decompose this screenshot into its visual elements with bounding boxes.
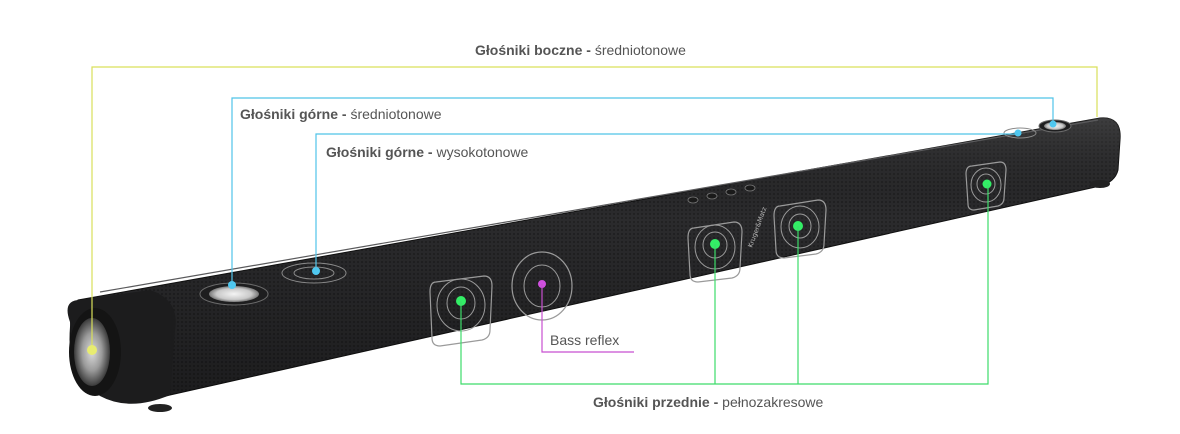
label-side-title: Głośniki boczne bbox=[475, 42, 583, 58]
label-sep: - bbox=[582, 42, 595, 58]
callout-bass bbox=[541, 284, 634, 353]
label-tophi-title: Głośniki górne bbox=[326, 144, 425, 160]
label-side-desc: średniotonowe bbox=[594, 42, 686, 58]
label-topmid-title: Głośniki górne bbox=[240, 106, 339, 122]
top-midrange-speaker-right bbox=[1038, 119, 1072, 133]
soundbar-body bbox=[69, 117, 1121, 412]
callout-top-high bbox=[315, 133, 1018, 271]
side-speaker bbox=[67, 290, 176, 404]
top-high-dot-right bbox=[1014, 129, 1022, 137]
label-side-speakers: Głośniki boczne - średniotonowe bbox=[475, 42, 686, 58]
label-sep: - bbox=[709, 394, 723, 410]
label-tophi-desc: wysokotonowe bbox=[436, 144, 529, 160]
label-sep: - bbox=[338, 106, 351, 122]
front-dot bbox=[982, 179, 992, 189]
label-sep: - bbox=[424, 144, 437, 160]
front-driver-3 bbox=[773, 199, 827, 259]
control-buttons bbox=[687, 184, 756, 204]
foot bbox=[148, 404, 172, 412]
label-top-midrange: Głośniki górne - średniotonowe bbox=[240, 106, 442, 122]
front-driver-2 bbox=[687, 221, 743, 283]
top-tweeter-right bbox=[1003, 127, 1037, 139]
label-bass-reflex: Bass reflex bbox=[550, 332, 619, 348]
label-top-tweeters: Głośniki górne - wysokotonowe bbox=[326, 144, 528, 160]
callout-front bbox=[460, 184, 989, 385]
foot bbox=[1090, 180, 1110, 188]
callout-top-mid bbox=[231, 97, 1054, 285]
label-front-desc: pełnozakresowe bbox=[722, 394, 824, 410]
label-front-speakers: Głośniki przednie - pełnozakresowe bbox=[593, 394, 823, 410]
side-speaker-dot bbox=[87, 345, 97, 355]
front-driver-4 bbox=[965, 161, 1007, 211]
label-bass-text: Bass reflex bbox=[550, 332, 620, 348]
label-front-title: Głośniki przednie bbox=[593, 394, 710, 410]
callout-side bbox=[91, 66, 1098, 345]
label-topmid-desc: średniotonowe bbox=[350, 106, 442, 122]
top-midrange-speaker-left bbox=[199, 281, 269, 306]
